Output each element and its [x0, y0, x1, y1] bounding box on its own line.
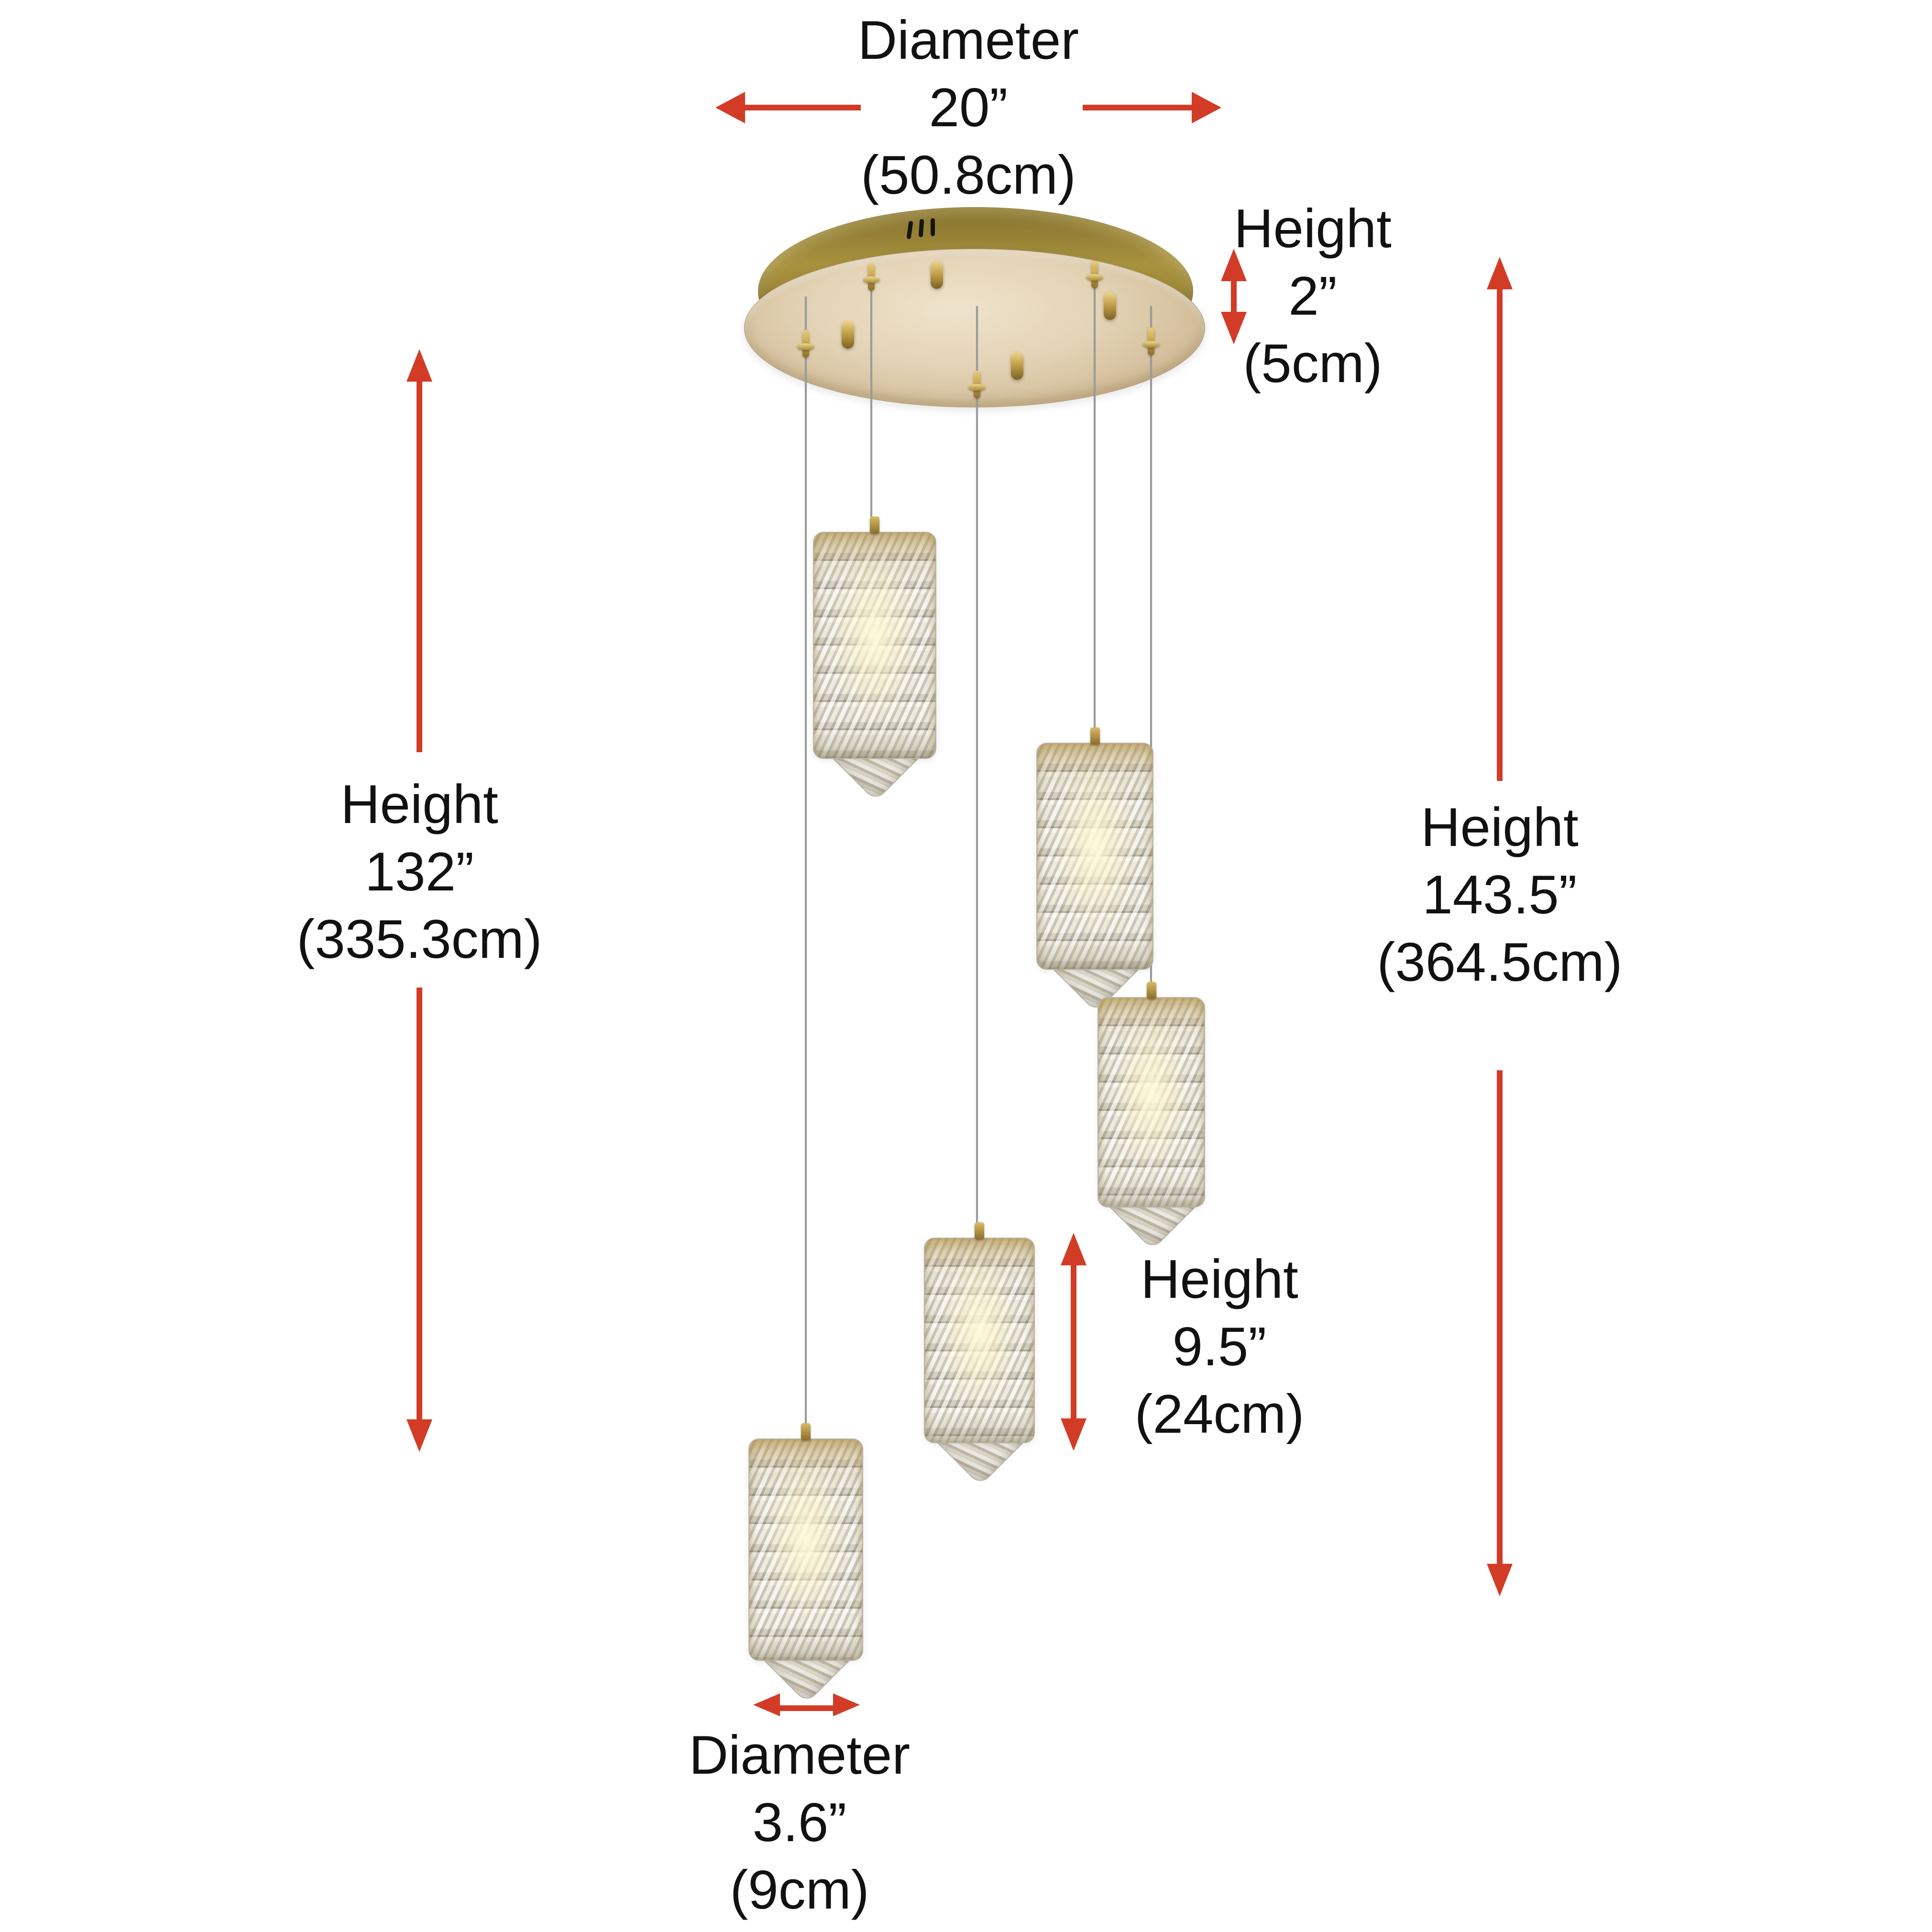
- pendant-connector: [1146, 982, 1156, 999]
- dim-line: 143.5”: [1422, 865, 1577, 925]
- dim-line: 9.5”: [1172, 1317, 1267, 1377]
- pendant-connector: [801, 1423, 811, 1440]
- cable-gripper-disc: [968, 384, 986, 391]
- right-height-label: Height 143.5” (364.5cm): [1284, 794, 1715, 996]
- crystal-pendant-5: [748, 1423, 863, 1704]
- canopy-height-arrow-down-icon: [1221, 312, 1247, 344]
- pendant-crystal-body: [1036, 743, 1153, 970]
- pendant-crystal-body: [1098, 997, 1205, 1208]
- dim-line: Height: [340, 774, 498, 835]
- pendant-height-arrow-up-icon: [1061, 1233, 1087, 1265]
- bottom-diameter-label: Diameter 3.6” (9cm): [632, 1722, 967, 1924]
- cable-gripper-disc: [1142, 341, 1160, 348]
- suspension-wire: [976, 306, 978, 1239]
- pendant-crystal-body: [748, 1438, 863, 1661]
- dim-line: (50.8cm): [861, 145, 1076, 206]
- canopy-height-arrow-up-icon: [1221, 249, 1247, 281]
- diameter-arrow-left-shaft: [742, 105, 861, 110]
- canopy-screw-stud: [931, 261, 943, 289]
- left-height-arrow-upper-shaft: [417, 380, 422, 752]
- dim-line: (5cm): [1243, 333, 1383, 394]
- pendant-connector: [1090, 727, 1100, 745]
- diameter-arrow-right-head-icon: [1192, 92, 1221, 123]
- pendant-height-arrow-shaft: [1071, 1262, 1076, 1420]
- cable-gripper-disc: [797, 343, 814, 350]
- pendant-height-arrow-down-icon: [1061, 1418, 1087, 1451]
- pendant-connector: [975, 1222, 984, 1240]
- dim-line: Diameter: [689, 1725, 911, 1786]
- canopy-screw-stud: [1011, 352, 1023, 380]
- pendant-diameter-arrow-left-head-icon: [753, 1693, 780, 1716]
- dim-line: 2”: [1288, 266, 1337, 327]
- dim-line: Diameter: [857, 10, 1079, 71]
- dim-line: Height: [1421, 797, 1579, 858]
- diameter-arrow-left-head-icon: [715, 92, 745, 123]
- pendant-connector: [870, 516, 879, 534]
- left-height-arrow-lower-shaft: [417, 988, 422, 1421]
- dim-line: 20”: [929, 77, 1008, 138]
- canopy-screw-stud: [842, 321, 854, 349]
- right-height-arrow-lower-shaft: [1497, 1070, 1503, 1565]
- dim-line: (9cm): [730, 1860, 869, 1921]
- right-height-arrow-upper-shaft: [1497, 287, 1503, 781]
- suspension-wire: [870, 275, 872, 533]
- left-height-label: Height 132” (335.3cm): [228, 771, 611, 973]
- dim-line: (335.3cm): [296, 909, 542, 970]
- crystal-pendant-2: [1036, 727, 1153, 1013]
- crystal-pendant-1: [813, 516, 936, 802]
- crystal-pendant-3: [1098, 982, 1205, 1251]
- dim-line: (24cm): [1134, 1384, 1305, 1445]
- dim-line: (364.5cm): [1377, 932, 1623, 993]
- crystal-pendant-4: [924, 1222, 1035, 1486]
- cable-gripper-disc: [863, 276, 880, 283]
- dim-line: Height: [1141, 1249, 1298, 1310]
- right-height-arrow-up-icon: [1487, 257, 1513, 289]
- left-height-arrow-up-icon: [406, 349, 432, 382]
- top-diameter-label: Diameter 20” (50.8cm): [729, 7, 1208, 209]
- suspension-wire: [805, 296, 807, 1439]
- dim-line: Height: [1234, 198, 1392, 259]
- diameter-arrow-right-shaft: [1083, 105, 1194, 110]
- cable-gripper-disc: [1086, 274, 1103, 281]
- pendant-diameter-arrow-right-head-icon: [833, 1693, 860, 1716]
- pendant-height-label: Height 9.5” (24cm): [1052, 1246, 1387, 1448]
- dim-line: 3.6”: [752, 1792, 847, 1853]
- canopy-vent-slot: [931, 218, 935, 236]
- suspension-wire: [1094, 273, 1096, 744]
- pendant-crystal-body: [924, 1238, 1035, 1443]
- suspension-wire: [1150, 306, 1152, 998]
- canopy-screw-stud: [1104, 292, 1116, 320]
- right-height-arrow-down-icon: [1487, 1564, 1513, 1596]
- canopy-height-arrow-shaft: [1231, 276, 1237, 316]
- dim-line: 132”: [364, 842, 474, 902]
- left-height-arrow-down-icon: [406, 1419, 432, 1452]
- pendant-diameter-arrow-shaft: [778, 1705, 835, 1711]
- canopy-height-label: Height 2” (5cm): [1169, 195, 1456, 397]
- pendant-crystal-body: [813, 532, 936, 759]
